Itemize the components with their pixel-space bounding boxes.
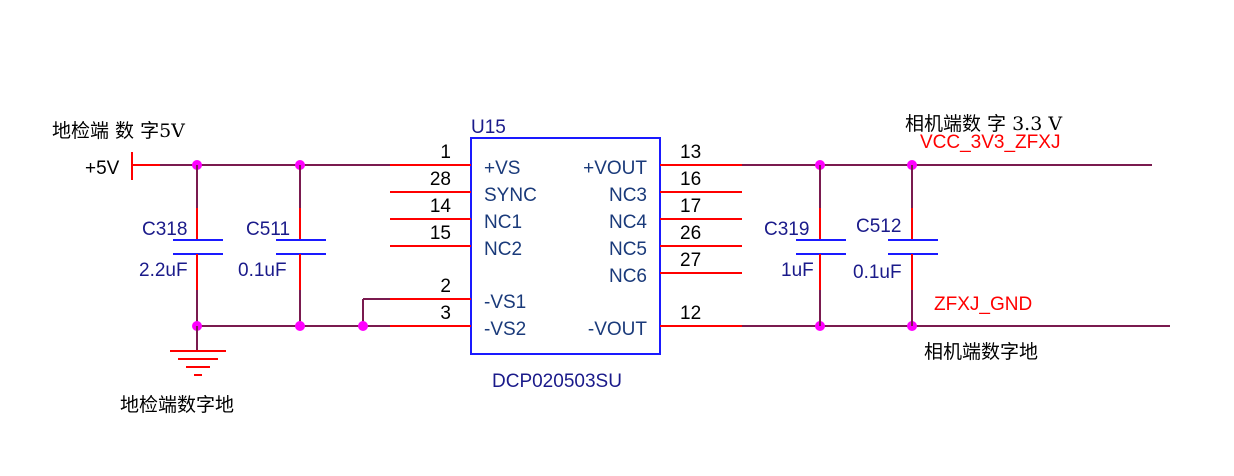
c511-value: 0.1uF xyxy=(238,260,287,281)
c319-value: 1uF xyxy=(781,260,814,281)
c512-refdes: C512 xyxy=(856,216,901,237)
capacitor-c511[interactable] xyxy=(276,165,326,326)
junction xyxy=(358,321,368,331)
left-annotation: 地检端 数 字5V xyxy=(52,120,185,142)
pin-name: NC5 xyxy=(609,239,647,260)
pin-number: 26 xyxy=(680,223,701,244)
pin-number: 2 xyxy=(440,276,451,297)
capacitor-c512[interactable] xyxy=(888,165,938,326)
pin-number: 14 xyxy=(430,196,452,217)
c511-refdes: C511 xyxy=(246,219,290,240)
pin-name: -VS2 xyxy=(484,319,526,340)
net-label-vcc: VCC_3V3_ZFXJ xyxy=(920,132,1060,153)
pin-name: NC4 xyxy=(609,212,647,233)
c319-refdes: C319 xyxy=(764,219,809,240)
pin-number: 17 xyxy=(680,196,701,217)
pin-name: -VS1 xyxy=(484,292,526,313)
pin-name: SYNC xyxy=(484,185,537,206)
pin-number: 16 xyxy=(680,169,701,190)
pin-name: NC6 xyxy=(609,266,647,287)
pin-name: NC3 xyxy=(609,185,647,206)
pin-number: 15 xyxy=(430,223,451,244)
junction xyxy=(295,321,305,331)
pin-number: 3 xyxy=(440,303,451,324)
ic-part-number: DCP020503SU xyxy=(492,371,622,392)
ground-icon xyxy=(170,326,226,376)
right-ground-label: 相机端数字地 xyxy=(924,341,1038,363)
capacitor-c318[interactable] xyxy=(173,165,223,326)
left-ground-label: 地检端数字地 xyxy=(120,394,234,416)
pin-number: 28 xyxy=(430,169,451,190)
ic-right-pins: 13 16 17 26 27 12 +VOUT NC3 NC4 NC5 NC6 … xyxy=(583,142,742,340)
pin-name: +VOUT xyxy=(583,158,647,179)
pin-number: 1 xyxy=(440,142,451,163)
pin-name: NC1 xyxy=(484,212,522,233)
pin-number: 13 xyxy=(680,142,701,163)
c512-value: 0.1uF xyxy=(853,262,902,283)
pin-number: 12 xyxy=(680,303,701,324)
right-annotation: 相机端数 字 3.3 V xyxy=(905,113,1062,135)
power-port-label: +5V xyxy=(85,158,120,179)
pin-number: 27 xyxy=(680,250,701,271)
pin-name: -VOUT xyxy=(588,319,648,340)
c318-value: 2.2uF xyxy=(139,260,188,281)
ic-left-pins: 1 28 14 15 2 3 +VS SYNC NC1 NC2 -VS1 -VS… xyxy=(390,142,537,340)
ic-designator: U15 xyxy=(471,117,506,138)
pin-name: +VS xyxy=(484,158,520,179)
pin-name: NC2 xyxy=(484,239,522,260)
capacitor-c319[interactable] xyxy=(796,165,846,326)
c318-refdes: C318 xyxy=(142,219,187,240)
net-label-gnd: ZFXJ_GND xyxy=(934,294,1032,315)
